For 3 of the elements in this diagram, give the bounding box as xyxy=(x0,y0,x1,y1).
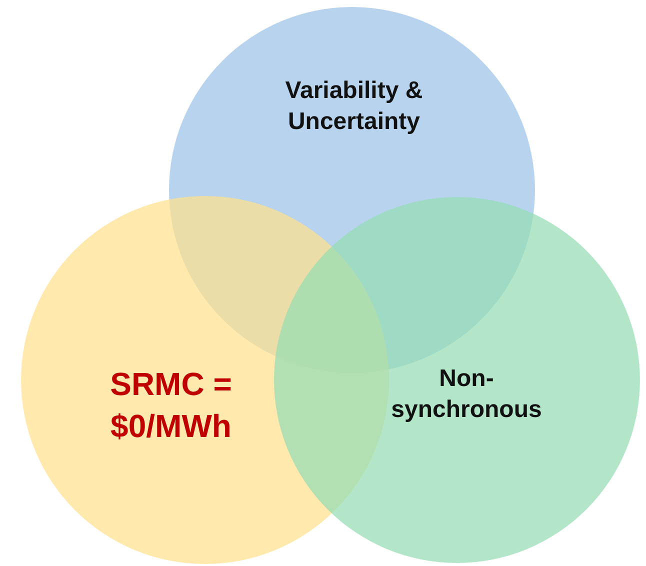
circle-label: SRMC = $0/MWh xyxy=(109,365,233,446)
circle-label: Non-synchronous xyxy=(390,364,543,426)
circle-label: Variability & Uncertainty xyxy=(284,76,424,138)
